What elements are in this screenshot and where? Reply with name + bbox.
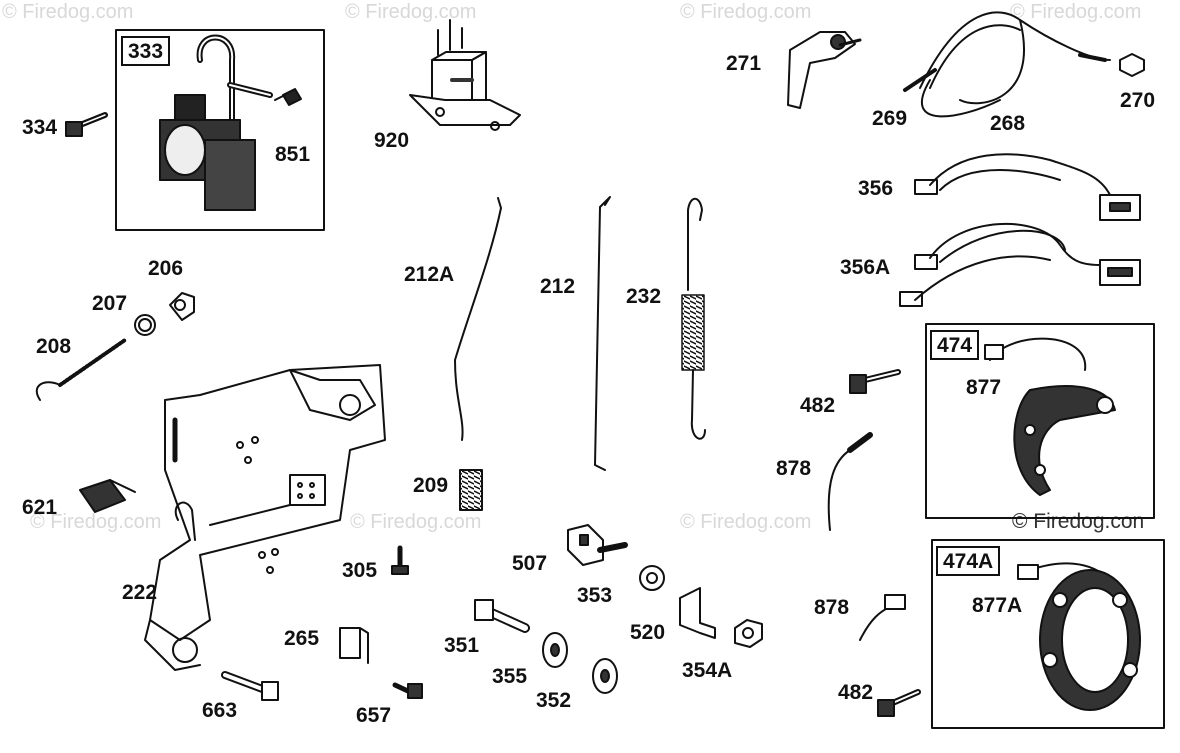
part-474-box bbox=[925, 323, 1155, 519]
watermark: © Firedog.con bbox=[1012, 510, 1145, 533]
part-333-box bbox=[115, 29, 325, 231]
part-label-355: 355 bbox=[492, 665, 528, 688]
watermark: © Firedog.com bbox=[2, 1, 134, 23]
wire-878-upper bbox=[827, 432, 873, 531]
screw-305 bbox=[391, 545, 409, 575]
part-label-356: 356 bbox=[858, 177, 894, 200]
spring-209 bbox=[459, 469, 483, 511]
watermark: © Firedog.com bbox=[1010, 1, 1142, 23]
part-label-851: 851 bbox=[275, 143, 311, 166]
bolt-482-lower bbox=[877, 689, 921, 717]
part-label-269: 269 bbox=[872, 107, 908, 130]
part-label-877A: 877A bbox=[972, 594, 1023, 617]
part-label-657: 657 bbox=[356, 704, 392, 727]
part-label-663: 663 bbox=[202, 699, 238, 722]
part-label-212A: 212A bbox=[404, 263, 455, 286]
part-label-265: 265 bbox=[284, 627, 320, 650]
bolt-663 bbox=[221, 671, 279, 701]
part-label-334: 334 bbox=[22, 116, 58, 139]
part-474A-box bbox=[931, 539, 1165, 729]
link-rod-212 bbox=[594, 196, 611, 471]
ignition-coil-333 bbox=[159, 34, 302, 211]
part-label-920: 920 bbox=[374, 129, 410, 152]
part-label-507: 507 bbox=[512, 552, 548, 575]
control-panel-222 bbox=[144, 364, 386, 671]
lock-washer-353 bbox=[639, 565, 665, 591]
part-label-877: 877 bbox=[966, 376, 1002, 399]
part-label-232: 232 bbox=[626, 285, 662, 308]
part-label-271: 271 bbox=[726, 52, 762, 75]
part-label-208: 208 bbox=[36, 335, 72, 358]
cable-268 bbox=[903, 11, 1111, 118]
part-label-474A: 474A bbox=[936, 546, 1001, 576]
clamp-265 bbox=[339, 627, 369, 664]
wire-harness-356 bbox=[914, 153, 1141, 221]
watermark: © Firedog.com bbox=[30, 511, 162, 533]
part-label-356A: 356A bbox=[840, 256, 891, 279]
screw-657 bbox=[392, 682, 423, 699]
watermark: © Firedog.com bbox=[680, 511, 812, 533]
washer-352 bbox=[592, 658, 618, 694]
part-label-222: 222 bbox=[122, 581, 158, 604]
washer-207 bbox=[134, 314, 156, 336]
screw-351 bbox=[474, 599, 530, 633]
part-label-352: 352 bbox=[536, 689, 572, 712]
bracket-520 bbox=[679, 587, 716, 639]
part-label-207: 207 bbox=[92, 292, 128, 315]
part-label-353: 353 bbox=[577, 584, 613, 607]
clip-621 bbox=[79, 479, 136, 513]
part-label-474: 474 bbox=[930, 330, 980, 360]
solenoid-920 bbox=[409, 19, 521, 131]
part-label-520: 520 bbox=[630, 621, 666, 644]
part-label-621: 621 bbox=[22, 496, 58, 519]
connector-878-lower bbox=[859, 594, 906, 641]
watermark: © Firedog.com bbox=[345, 1, 477, 23]
governor-spring-rod-208 bbox=[35, 338, 127, 401]
alternator-474 bbox=[984, 337, 1116, 496]
washer-355 bbox=[542, 632, 568, 668]
bolt-482-upper bbox=[849, 369, 901, 394]
part-label-354A: 354A bbox=[682, 659, 733, 682]
part-label-333: 333 bbox=[121, 36, 171, 66]
part-label-206: 206 bbox=[148, 257, 184, 280]
part-label-878-upper: 878 bbox=[776, 457, 812, 480]
part-label-351: 351 bbox=[444, 634, 480, 657]
part-label-482-upper: 482 bbox=[800, 394, 836, 417]
nut-354A bbox=[734, 619, 763, 648]
part-label-212: 212 bbox=[540, 275, 576, 298]
part-label-305: 305 bbox=[342, 559, 378, 582]
wire-harness-356A bbox=[899, 222, 1141, 307]
part-label-482-lower: 482 bbox=[838, 681, 874, 704]
bolt-334 bbox=[65, 112, 108, 137]
switch-507 bbox=[567, 524, 628, 566]
spring-232 bbox=[681, 197, 706, 440]
fitting-206 bbox=[169, 292, 195, 321]
watermark: © Firedog.com bbox=[680, 1, 812, 23]
nut-270 bbox=[1119, 53, 1145, 77]
part-label-270: 270 bbox=[1120, 89, 1156, 112]
link-rod-212A bbox=[454, 197, 502, 441]
throttle-bracket-271 bbox=[787, 31, 862, 109]
alternator-474A bbox=[1017, 562, 1141, 711]
part-label-209: 209 bbox=[413, 474, 449, 497]
watermark: © Firedog.com bbox=[350, 511, 482, 533]
part-label-268: 268 bbox=[990, 112, 1026, 135]
part-label-878-lower: 878 bbox=[814, 596, 850, 619]
